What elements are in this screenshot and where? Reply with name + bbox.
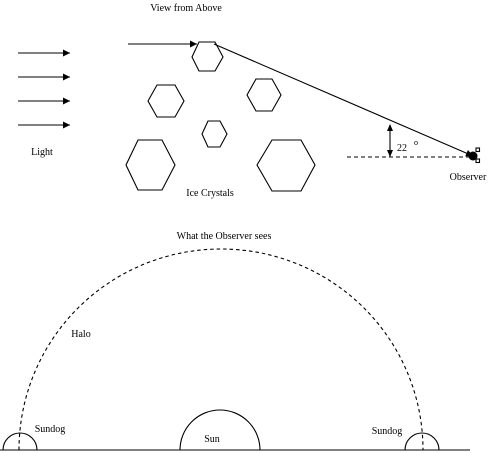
refracted-ray [213, 43, 474, 157]
angle-arrowhead-top [387, 124, 393, 131]
observer-head [468, 151, 478, 161]
ice-crystal-hexagon [246, 78, 282, 112]
light-arrows [18, 49, 70, 129]
observer-label: Observer [450, 172, 487, 183]
bottom-title: What the Observer sees [177, 231, 272, 242]
observer-icon [468, 147, 481, 164]
ice-crystal-hexagon [201, 120, 228, 148]
ice-crystals [125, 41, 316, 192]
sundog-right-disk [404, 432, 440, 451]
angle-value: 22 [397, 143, 407, 154]
halo-label: Halo [71, 329, 90, 340]
sundog-left-disk [2, 432, 38, 451]
ice-crystals-label: Ice Crystals [186, 188, 234, 199]
sun-disk [179, 409, 261, 451]
angle-degree-symbol: o [414, 138, 418, 147]
observer-box-top [475, 147, 481, 153]
angle-label: 22 o [397, 138, 418, 155]
ice-crystal-hexagon [191, 41, 224, 72]
ice-crystal-hexagon [256, 139, 316, 192]
sundog-left-label: Sundog [35, 424, 66, 435]
ice-crystal-hexagon [147, 84, 185, 118]
ice-crystal-hexagon [125, 139, 176, 191]
observer-box-bottom [475, 158, 481, 164]
light-label: Light [31, 147, 53, 158]
angle-arrowhead-bottom [387, 150, 393, 157]
sundog-right-label: Sundog [372, 426, 403, 437]
sun-label: Sun [204, 434, 220, 445]
top-title: View from Above [150, 3, 222, 14]
halo-arc [18, 248, 424, 451]
